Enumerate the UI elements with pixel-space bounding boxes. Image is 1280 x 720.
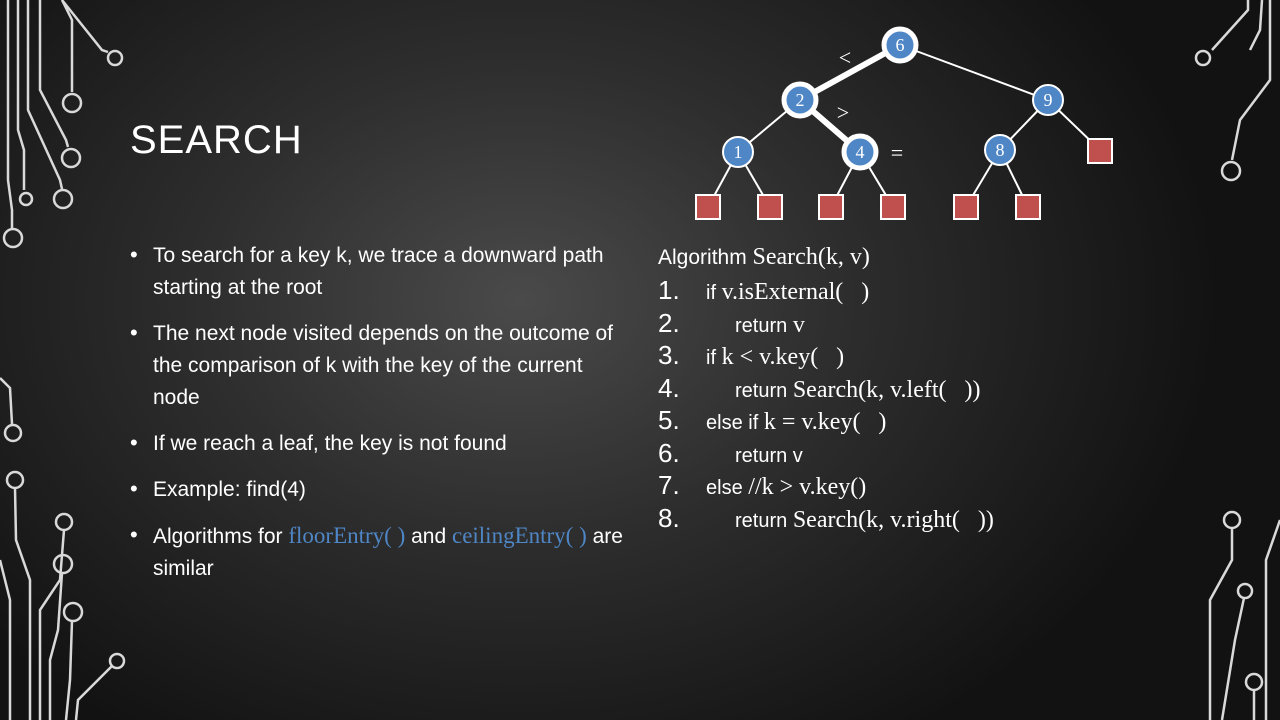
- line-expression: Search(k, v.right( )): [792, 506, 994, 533]
- algorithm-signature: Search(k, v): [752, 244, 870, 270]
- node-label-2: 2: [796, 90, 805, 110]
- bullet-item: Example: find(4): [130, 473, 630, 506]
- bullet-text: are similar: [153, 525, 623, 580]
- code-floor-entry: floorEntry( ): [288, 523, 406, 548]
- algorithm-line: 7. else //k > v.key(): [658, 470, 1258, 503]
- line-keyword: else: [706, 477, 749, 499]
- line-expression: k < v.key( ): [721, 344, 845, 370]
- line-expression: v: [792, 311, 805, 338]
- node-label-1: 1: [734, 142, 743, 162]
- bullet-item: If we reach a leaf, the key is not found: [130, 427, 630, 460]
- bullet-item: The next node visited depends on the out…: [130, 317, 630, 414]
- line-number: 4.: [658, 372, 680, 403]
- line-keyword: return: [735, 314, 793, 337]
- algorithm-label: Algorithm: [658, 246, 753, 269]
- line-keyword: return: [735, 509, 793, 532]
- bullet-list: To search for a key k, we trace a downwa…: [130, 239, 630, 599]
- algorithm-line: 1. if v.isExternal( ): [658, 275, 1258, 308]
- leaf-node: [1015, 194, 1041, 220]
- binary-search-tree-diagram: 6 2 9 1 4 8 < > =: [695, 26, 1113, 220]
- tree-node-9: [1032, 84, 1064, 116]
- line-expression: Search(k, v.left( )): [792, 376, 981, 403]
- line-number: 1.: [658, 275, 680, 305]
- algorithm-pseudocode: Algorithm Search(k, v) 1. if v.isExternal…: [658, 240, 1258, 535]
- tree-node-6: [881, 26, 919, 64]
- algorithm-line: 2. return v: [658, 308, 1258, 341]
- algorithm-heading: Algorithm Search(k, v): [658, 240, 1258, 275]
- line-keyword: return v: [735, 444, 803, 467]
- algorithm-line: 5. else if k = v.key( ): [658, 405, 1258, 438]
- node-label-4: 4: [856, 142, 865, 162]
- algorithm-line: 6. return v: [658, 438, 1258, 471]
- bullet-text: and: [405, 525, 452, 548]
- bullet-item: To search for a key k, we trace a downwa…: [130, 239, 630, 304]
- node-label-8: 8: [996, 140, 1005, 160]
- comparison-greater-than: >: [837, 100, 849, 125]
- line-expression: k = v.key( ): [763, 409, 887, 435]
- bullet-item: Algorithms for floorEntry( ) and ceiling…: [130, 519, 630, 585]
- leaf-node: [695, 194, 721, 220]
- edge-6-9: [899, 44, 1049, 101]
- tree-node-1: [722, 136, 754, 168]
- line-expression: //k > v.key(): [748, 474, 867, 500]
- algorithm-line: 3. if k < v.key( ): [658, 340, 1258, 373]
- leaf-node: [953, 194, 979, 220]
- line-number: 3.: [658, 340, 680, 370]
- slide-title: SEARCH: [130, 118, 303, 162]
- tree-node-2: [781, 81, 819, 119]
- tree-node-4: [841, 133, 879, 171]
- node-label-6: 6: [896, 35, 905, 55]
- line-expression: v.isExternal( ): [721, 279, 870, 305]
- algorithm-lines: 1. if v.isExternal( ) 2. return v 3. if k < v…: [658, 275, 1258, 535]
- line-keyword: if: [706, 282, 722, 304]
- comparison-equals: =: [891, 140, 903, 165]
- line-keyword: else if: [706, 412, 764, 434]
- line-keyword: if: [706, 347, 722, 369]
- code-ceiling-entry: ceilingEntry( ): [451, 523, 587, 548]
- line-number: 5.: [658, 405, 680, 435]
- line-keyword: return: [735, 379, 793, 402]
- algorithm-line: 8. return Search(k, v.right( )): [658, 503, 1258, 536]
- search-path-edge-6-2: [798, 42, 902, 103]
- leaf-node: [1087, 138, 1113, 164]
- leaf-node: [818, 194, 844, 220]
- comparison-less-than: <: [839, 45, 851, 70]
- algorithm-line: 4. return Search(k, v.left( )): [658, 373, 1258, 406]
- line-number: 8.: [658, 502, 680, 533]
- tree-node-8: [984, 134, 1016, 166]
- line-number: 6.: [658, 437, 680, 468]
- node-label-9: 9: [1044, 90, 1053, 110]
- bullet-text: Algorithms for: [153, 525, 289, 548]
- line-number: 2.: [658, 307, 680, 338]
- line-number: 7.: [658, 470, 680, 500]
- leaf-node: [757, 194, 783, 220]
- leaf-node: [880, 194, 906, 220]
